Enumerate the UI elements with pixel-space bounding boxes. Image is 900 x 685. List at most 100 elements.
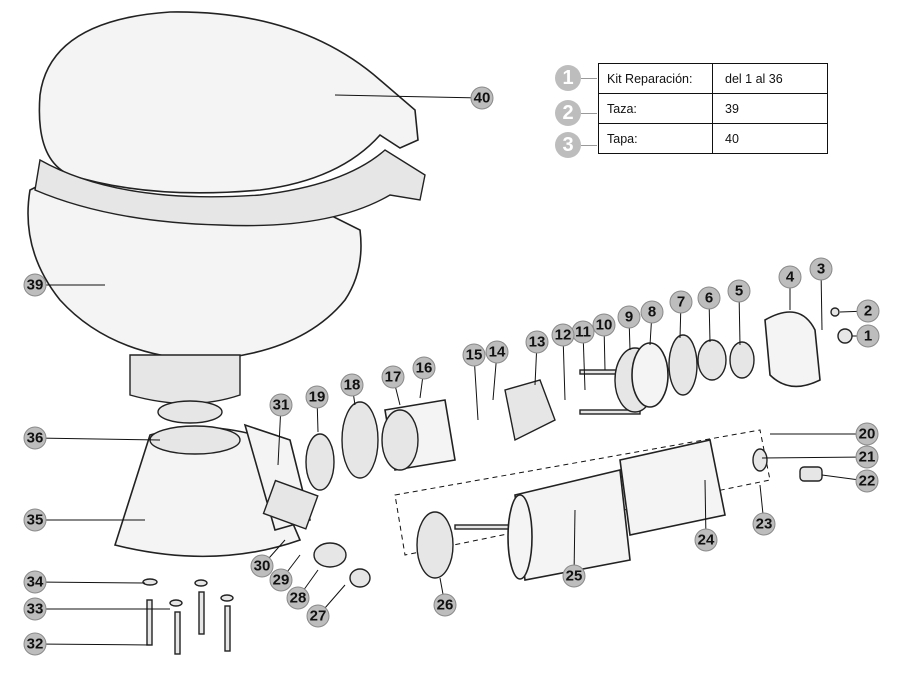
callout-bubble (809, 257, 833, 281)
callout-bubble (381, 365, 405, 389)
callout-13: 13 (525, 330, 549, 386)
callout-number: 20 (859, 426, 876, 443)
callout-7: 7 (669, 290, 693, 339)
callout-bubble (462, 343, 486, 367)
callout-bubble (485, 340, 509, 364)
callout-number: 34 (27, 574, 44, 591)
callout-14: 14 (485, 340, 509, 401)
callout-number: 4 (786, 269, 795, 286)
callout-bubble (778, 265, 802, 289)
callout-3: 3 (809, 257, 833, 331)
legend-row: Taza: 39 (598, 93, 828, 124)
callout-number: 40 (474, 90, 491, 107)
callout-number: 8 (648, 304, 656, 321)
callout-16: 16 (412, 356, 436, 399)
callout-27: 27 (306, 584, 346, 628)
callout-bubble (269, 393, 293, 417)
callout-5: 5 (727, 279, 751, 346)
callout-number: 25 (566, 568, 583, 585)
callout-40: 40 (334, 86, 494, 110)
callout-number: 32 (27, 636, 44, 653)
callout-number: 9 (625, 309, 633, 326)
motor-assembly (394, 429, 823, 581)
callout-21: 21 (761, 445, 879, 469)
callout-bubble (617, 305, 641, 329)
callout-number: 19 (309, 389, 326, 406)
callout-number: 28 (290, 590, 307, 607)
callout-number: 29 (273, 572, 290, 589)
callout-25: 25 (562, 509, 586, 588)
callout-number: 24 (698, 532, 715, 549)
legend-table: Kit Reparación: del 1 al 36 Taza: 39 Tap… (598, 63, 828, 154)
callout-number: 16 (416, 360, 433, 377)
pump-parts (305, 307, 853, 491)
callout-bubble (23, 273, 47, 297)
callout-bubble (305, 385, 329, 409)
callout-bubble (340, 373, 364, 397)
callout-bubble (23, 597, 47, 621)
callout-9: 9 (617, 305, 641, 351)
legend-marker-line (581, 145, 597, 146)
callout-bubble (855, 422, 879, 446)
callout-number: 17 (385, 369, 402, 386)
callout-bubble (412, 356, 436, 380)
callout-28: 28 (286, 569, 319, 610)
callout-33: 33 (23, 597, 170, 621)
callout-18: 18 (340, 373, 364, 406)
callout-number: 23 (756, 516, 773, 533)
callout-10: 10 (592, 313, 616, 371)
legend-row: Kit Reparación: del 1 al 36 (598, 63, 828, 94)
callout-34: 34 (23, 570, 146, 594)
callout-bubble (23, 508, 47, 532)
callout-bubble (23, 570, 47, 594)
callout-bubble (697, 286, 721, 310)
callout-leader-line (334, 94, 483, 99)
callout-32: 32 (23, 632, 151, 656)
callout-31: 31 (269, 393, 293, 466)
callout-11: 11 (571, 320, 595, 391)
legend-value: del 1 al 36 (712, 63, 828, 94)
callout-1: 1 (852, 324, 880, 348)
callout-number: 2 (864, 303, 872, 320)
callout-number: 22 (859, 473, 876, 490)
callout-22: 22 (821, 469, 879, 493)
callout-12: 12 (551, 323, 575, 401)
callout-number: 36 (27, 430, 44, 447)
legend-marker: 3 (555, 132, 581, 158)
callout-bubble (694, 528, 718, 552)
callout-number: 26 (437, 597, 454, 614)
callout-bubble (727, 279, 751, 303)
callout-bubble (269, 568, 293, 592)
bolts (142, 578, 234, 655)
legend-marker: 1 (555, 65, 581, 91)
callout-24: 24 (694, 479, 718, 552)
callout-23: 23 (752, 484, 776, 536)
callout-29: 29 (269, 554, 301, 592)
callout-35: 35 (23, 508, 145, 532)
callout-number: 39 (27, 277, 44, 294)
toilet-bowl (27, 184, 362, 405)
toilet-base (113, 400, 302, 558)
legend-marker-line (581, 78, 597, 79)
callout-number: 21 (859, 449, 876, 466)
callout-26: 26 (433, 577, 457, 617)
callout-30: 30 (250, 539, 286, 578)
callout-number: 1 (864, 328, 872, 345)
callout-bubble (562, 564, 586, 588)
callout-number: 30 (254, 558, 271, 575)
legend-value: 39 (712, 93, 828, 124)
callout-number: 35 (27, 512, 44, 529)
callout-39: 39 (23, 273, 105, 297)
callout-number: 7 (677, 294, 685, 311)
callout-number: 33 (27, 601, 44, 618)
callout-bubble (23, 632, 47, 656)
callout-leader-line (761, 456, 868, 459)
toilet-lid (34, 11, 426, 227)
callout-bubble (856, 299, 880, 323)
callout-bubble (592, 313, 616, 337)
outlet-assembly (243, 423, 371, 588)
callout-bubble (855, 445, 879, 469)
callout-bubble (286, 586, 310, 610)
legend-label: Taza: (598, 93, 713, 124)
